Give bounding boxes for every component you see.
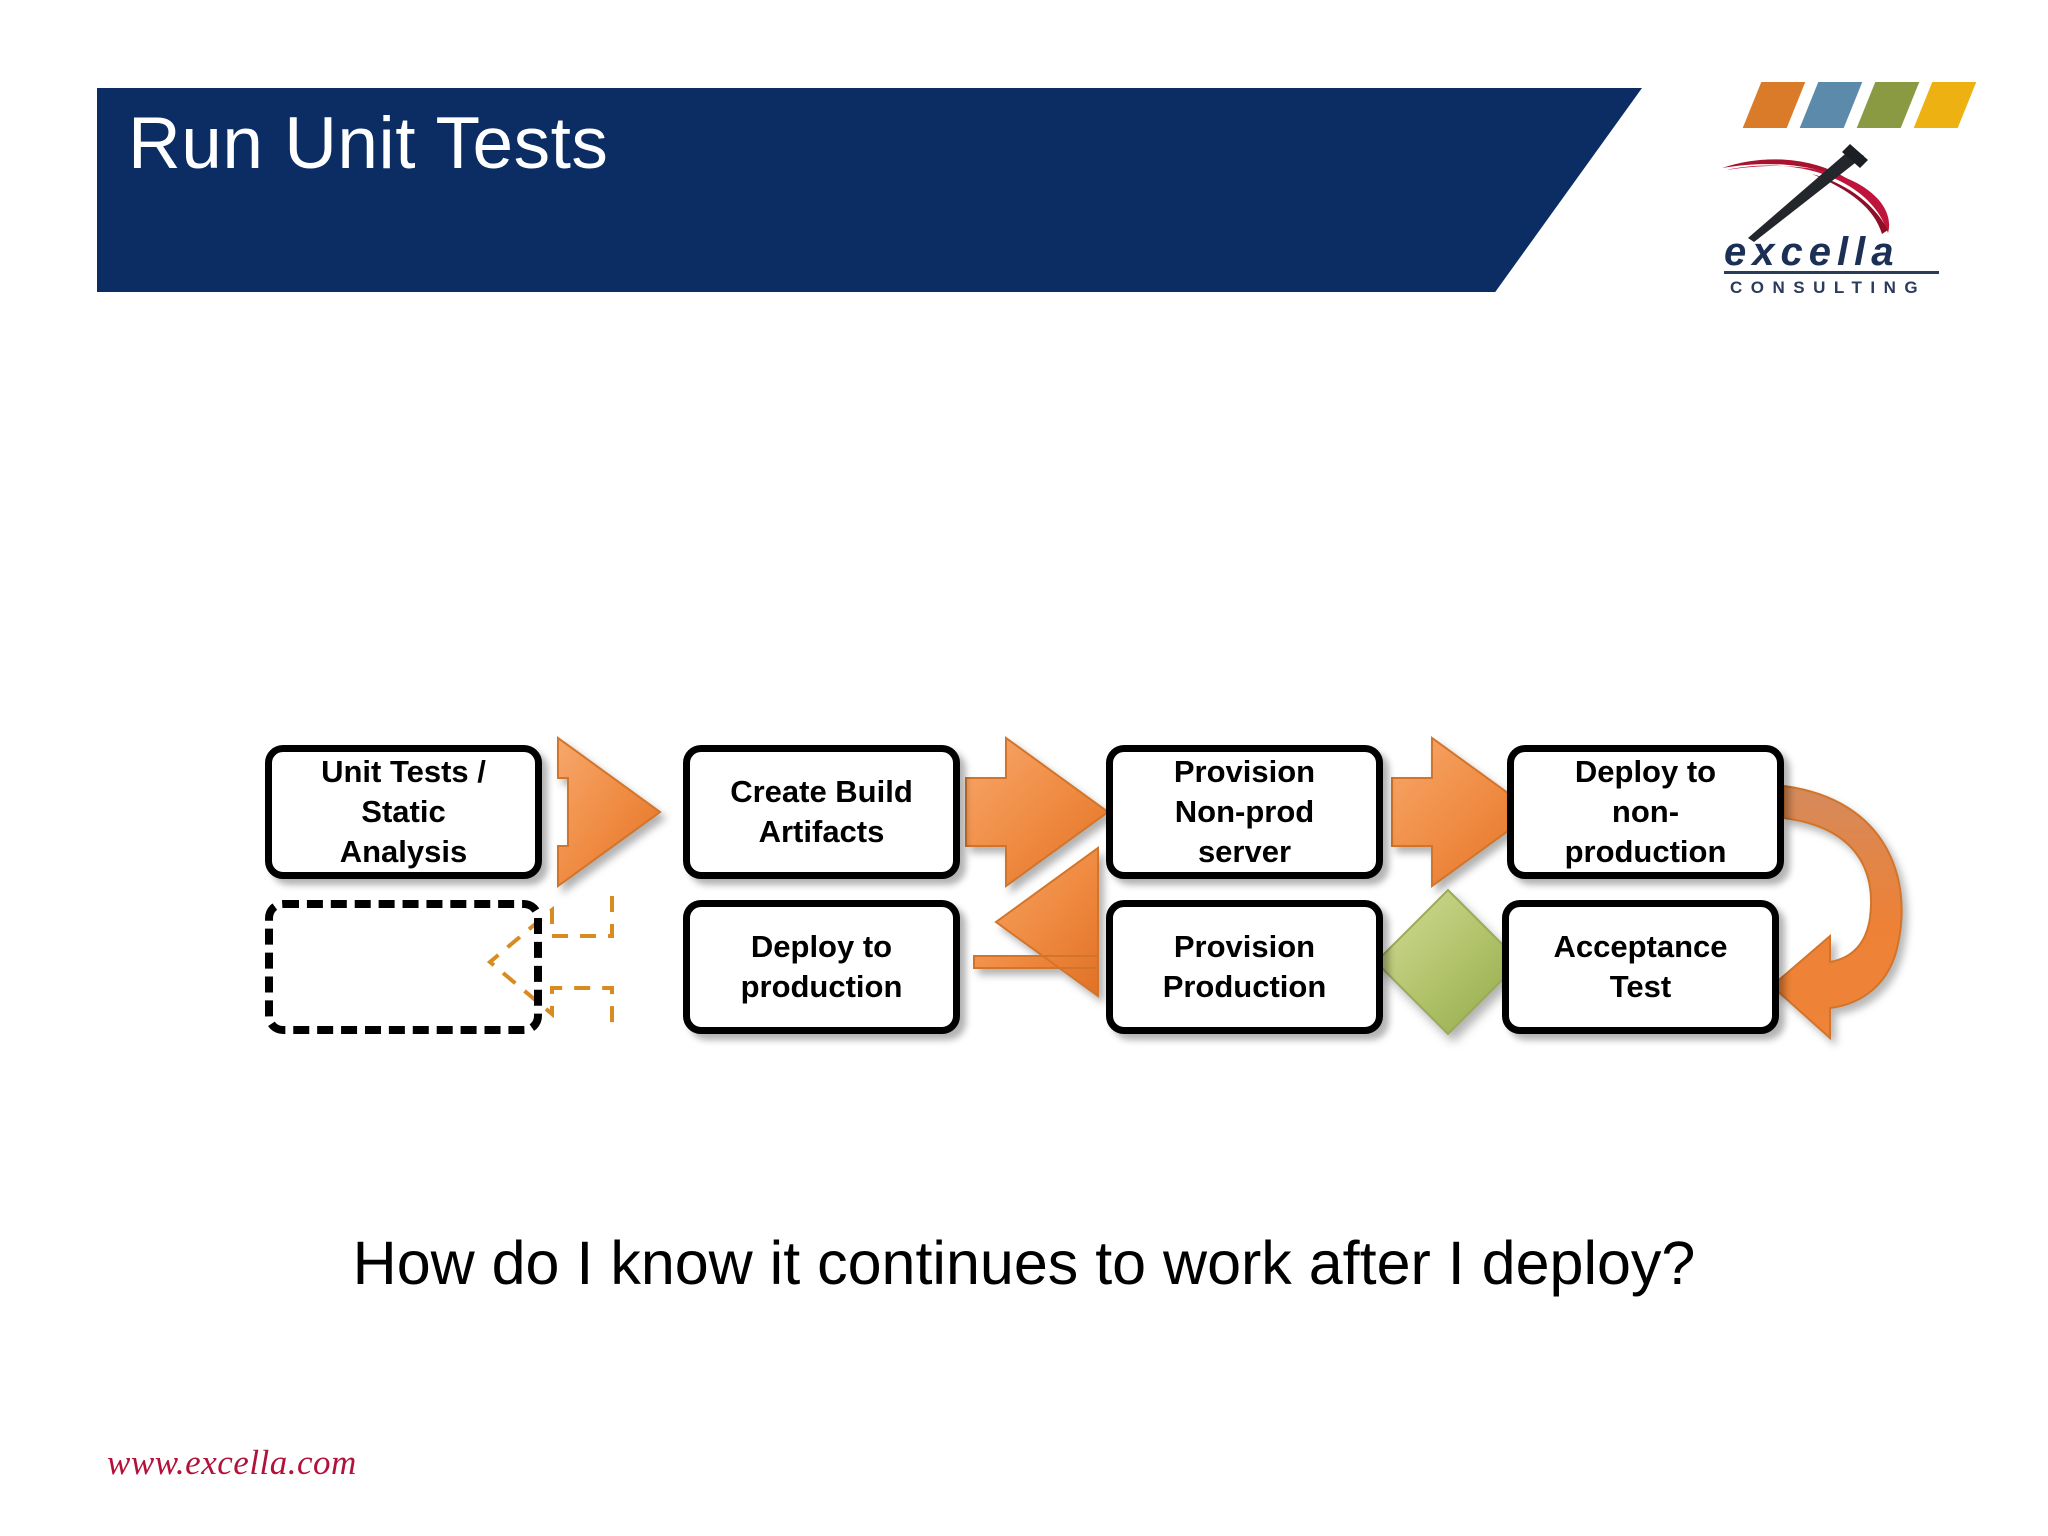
- node-label: Unit Tests / Static Analysis: [321, 753, 486, 870]
- node-empty-placeholder[interactable]: [265, 900, 542, 1034]
- excella-swoosh-icon: [1722, 144, 1890, 242]
- logo-tagline: CONSULTING: [1730, 278, 1927, 297]
- node-provision-non-prod-server[interactable]: Provision Non-prod server: [1106, 745, 1383, 879]
- arrow-unit-tests-to-build: [557, 736, 662, 888]
- node-label: Acceptance Test: [1553, 928, 1728, 1004]
- decision-diamond-gate: [1374, 888, 1522, 1036]
- arrow-loop-back-to-acceptance-test: [1770, 784, 1903, 1041]
- footer-website-url: www.excella.com: [107, 1443, 357, 1482]
- node-label: Provision Non-prod server: [1173, 753, 1316, 870]
- node-acceptance-test[interactable]: Acceptance Test: [1502, 900, 1779, 1034]
- arrow-dashed-to-placeholder: [486, 896, 614, 1028]
- logo-wordmark: excella: [1724, 230, 1900, 274]
- arrow-build-to-provision-nonprod: [965, 736, 1110, 888]
- logo-divider: [1724, 271, 1939, 274]
- node-deploy-to-non-production[interactable]: Deploy to non- production: [1507, 745, 1784, 879]
- node-create-build-artifacts[interactable]: Create Build Artifacts: [683, 745, 960, 879]
- slide-question-text: How do I know it continues to work after…: [352, 1229, 1696, 1297]
- node-label: Deploy to non- production: [1564, 753, 1727, 870]
- arrow-provision-to-deploy-nonprod: [1391, 736, 1536, 888]
- excella-logo: excella CONSULTING: [1692, 138, 1982, 318]
- arrow-provision-prod-to-deploy-prod: [973, 846, 1099, 998]
- header-banner: [97, 88, 1642, 292]
- node-provision-production[interactable]: Provision Production: [1106, 900, 1383, 1034]
- node-label: Provision Production: [1162, 928, 1327, 1004]
- node-label: Create Build Artifacts: [730, 773, 913, 849]
- node-unit-tests-static-analysis[interactable]: Unit Tests / Static Analysis: [265, 745, 542, 879]
- node-deploy-to-production[interactable]: Deploy to production: [683, 900, 960, 1034]
- page-title: Run Unit Tests: [128, 103, 609, 184]
- node-label: Deploy to production: [740, 928, 903, 1004]
